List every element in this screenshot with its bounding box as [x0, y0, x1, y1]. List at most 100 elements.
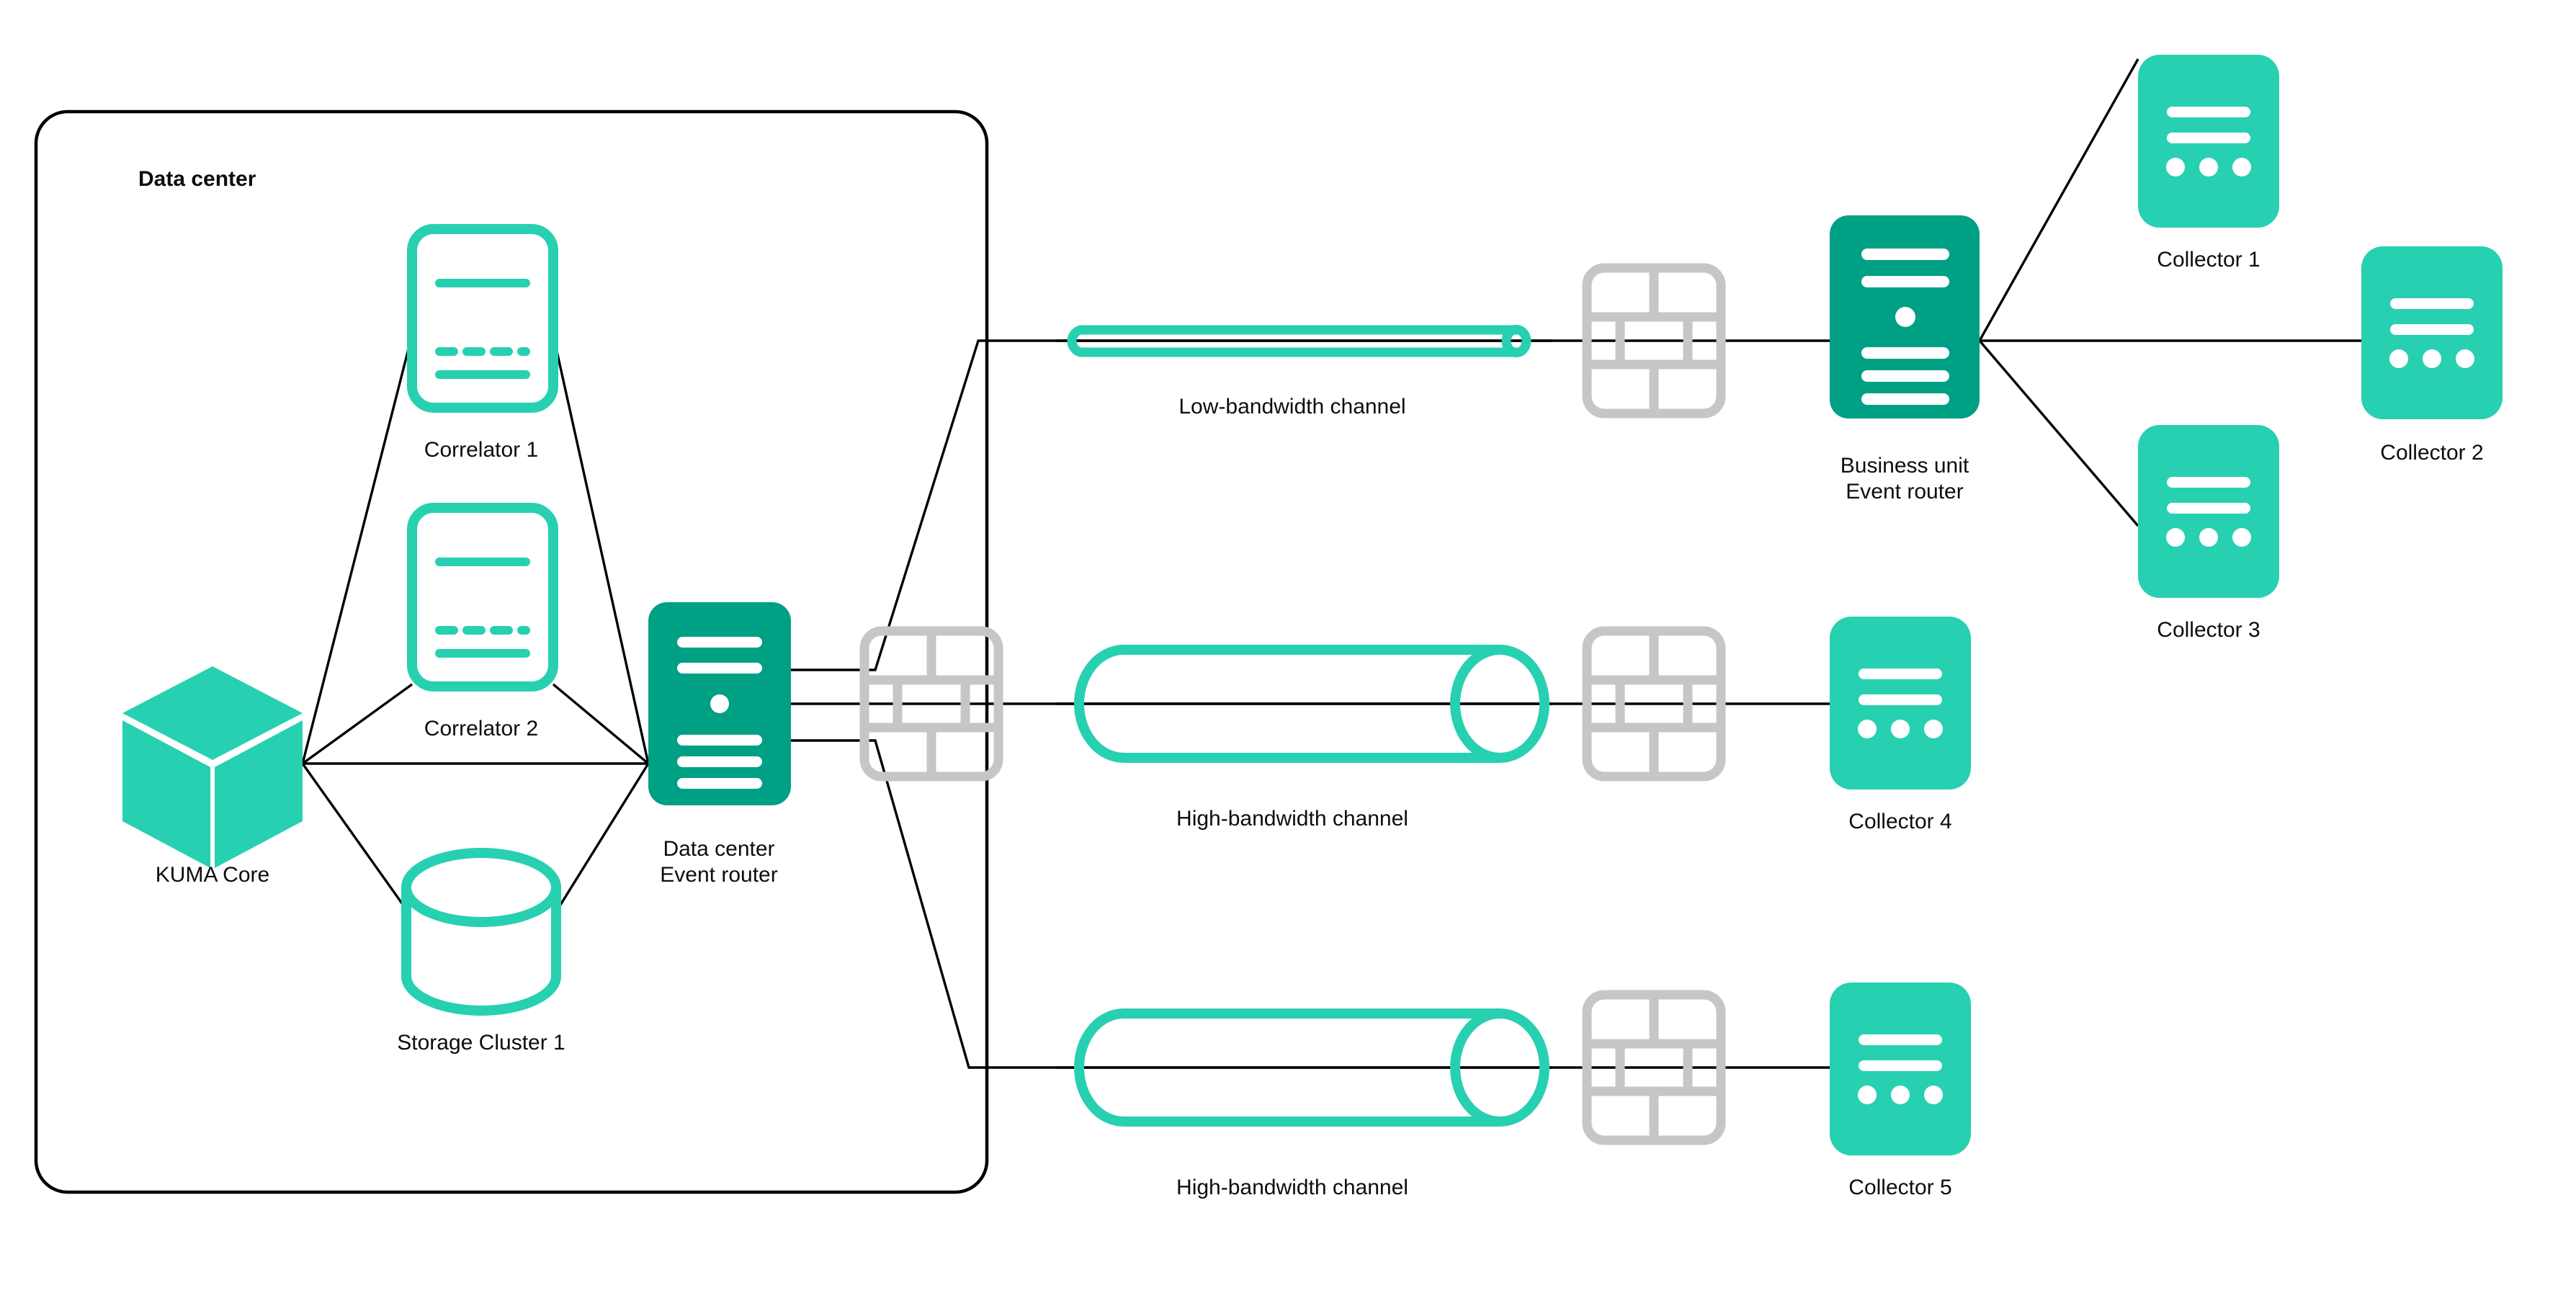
event-router-bar-2 [677, 663, 762, 674]
link-correlator-2-to-data-center-event-router [552, 683, 650, 765]
cylinder-right-ellipse [1450, 1008, 1549, 1127]
cylinder-left-cap [1074, 645, 1124, 763]
collector-icon [2361, 246, 2503, 419]
event-router-bar-5 [1861, 393, 1949, 405]
firewall-low-bandwidth [1582, 263, 1726, 419]
cube-right-face [215, 720, 303, 868]
collector-bar-2 [2390, 324, 2474, 335]
data-center-boundary [34, 109, 989, 1194]
business-unit-event-router-label-line-2: Event router [1846, 480, 1963, 504]
link-kuma-core-to-storage-cluster-1 [301, 763, 419, 926]
cylinder-right-ellipse [1450, 645, 1549, 763]
node-business-unit-event-router[interactable]: Business unit Event router [1830, 215, 1980, 504]
firewall-data-center [859, 626, 1003, 782]
collector-bar-2 [1859, 1060, 1942, 1071]
event-router-bar-2 [1861, 276, 1949, 287]
channel-high-bandwidth-1: High-bandwidth channel [1074, 645, 1549, 831]
correlator-body [407, 224, 558, 413]
event-router-bar-3 [1861, 347, 1949, 359]
cylinder-left-cap [1074, 1008, 1124, 1127]
correlator-body [407, 503, 558, 692]
link-kuma-core-to-correlator-2 [302, 683, 413, 765]
node-correlator-1[interactable]: Correlator 1 [407, 224, 558, 462]
connector-links [301, 58, 2361, 1069]
collector-bar-1 [1859, 1034, 1942, 1045]
business-unit-event-router-label-line-1: Business unit [1841, 454, 1969, 478]
database-icon [401, 848, 561, 1016]
event-router-bar-4 [1861, 370, 1949, 382]
collector-bar-2 [1859, 694, 1942, 705]
collector-dot-3 [2232, 528, 2251, 547]
cube-top-face [122, 666, 303, 760]
data-center-event-router-label-line-1: Data center [663, 837, 774, 861]
node-storage-cluster-1[interactable]: Storage Cluster 1 [397, 848, 565, 1055]
firewall-icon [859, 626, 1003, 782]
firewall-icon [1582, 990, 1726, 1145]
collector-bar-2 [2167, 503, 2250, 514]
collector-dot-2 [2199, 528, 2218, 547]
cylinder-barrel-lines [1119, 645, 1505, 763]
event-router-icon [1830, 215, 1980, 419]
event-router-bar-3 [677, 735, 762, 746]
link-business-unit-event-router-to-collector-3 [1978, 339, 2139, 527]
collector-dot-1 [2166, 158, 2185, 176]
collector-3-label: Collector 3 [2157, 618, 2260, 642]
collector-icon [2138, 55, 2279, 228]
collector-icon [1830, 617, 1971, 789]
firewall-icon [1582, 263, 1726, 419]
database-top-ellipse [401, 848, 561, 927]
node-collector-4[interactable]: Collector 4 [1830, 617, 1971, 833]
link-business-unit-event-router-to-collector-1 [1978, 58, 2139, 341]
collector-2-label: Collector 2 [2380, 441, 2483, 465]
link-correlator-1-to-data-center-event-router [552, 334, 650, 764]
node-kuma-core[interactable]: KUMA Core [122, 666, 303, 887]
event-router-status-dot [710, 694, 729, 713]
collector-icon [1830, 983, 1971, 1155]
collector-dot-3 [1924, 1086, 1943, 1104]
collector-4-label: Collector 4 [1848, 810, 1951, 833]
collector-bar-2 [2167, 133, 2250, 143]
node-collector-2[interactable]: Collector 2 [2361, 246, 2503, 465]
cylinder-icon [1074, 645, 1549, 763]
high-bandwidth-channel-2-label: High-bandwidth channel [1176, 1176, 1408, 1199]
data-center-event-router-label-line-2: Event router [660, 863, 777, 887]
collector-dot-3 [2232, 158, 2251, 176]
node-correlator-2[interactable]: Correlator 2 [407, 503, 558, 741]
collector-dot-1 [1858, 1086, 1877, 1104]
link-kuma-core-to-correlator-1 [301, 334, 413, 764]
firewall-icon [1582, 626, 1726, 782]
collector-dot-2 [2199, 158, 2218, 176]
firewall-high-bandwidth-1 [1582, 626, 1726, 782]
node-data-center-event-router[interactable]: Data center Event router [648, 602, 791, 887]
pipe-barrel-lines [1075, 325, 1521, 357]
node-collector-1[interactable]: Collector 1 [2138, 55, 2279, 272]
link-data-center-event-router-to-low-bandwidth-channel [791, 339, 1552, 671]
collector-dot-3 [1924, 720, 1943, 738]
node-collector-5[interactable]: Collector 5 [1830, 983, 1971, 1199]
zone-data-center: Data center [34, 109, 989, 1194]
cylinder-barrel-lines [1119, 1008, 1505, 1127]
collector-bar-1 [2167, 477, 2250, 488]
collector-5-label: Collector 5 [1848, 1176, 1951, 1199]
cube-icon [122, 666, 303, 868]
correlator-icon [407, 224, 558, 413]
firewall-high-bandwidth-2 [1582, 990, 1726, 1145]
collector-dot-2 [2423, 349, 2441, 368]
event-router-icon [648, 602, 791, 805]
correlator-2-label: Correlator 2 [424, 717, 538, 741]
data-center-zone-label: Data center [138, 167, 256, 191]
collector-icon [2138, 425, 2279, 598]
cylinder-icon [1074, 1008, 1549, 1127]
pipe-left-cap [1067, 325, 1083, 357]
collector-dot-2 [1891, 720, 1910, 738]
event-router-bar-5 [677, 778, 762, 789]
pipe-icon [1067, 325, 1531, 357]
collector-dot-1 [2389, 349, 2408, 368]
cube-left-face [122, 720, 210, 868]
pipe-right-ellipse [1501, 325, 1531, 357]
correlator-1-label: Correlator 1 [424, 438, 538, 462]
node-collector-3[interactable]: Collector 3 [2138, 425, 2279, 642]
low-bandwidth-channel-label: Low-bandwidth channel [1179, 395, 1405, 419]
